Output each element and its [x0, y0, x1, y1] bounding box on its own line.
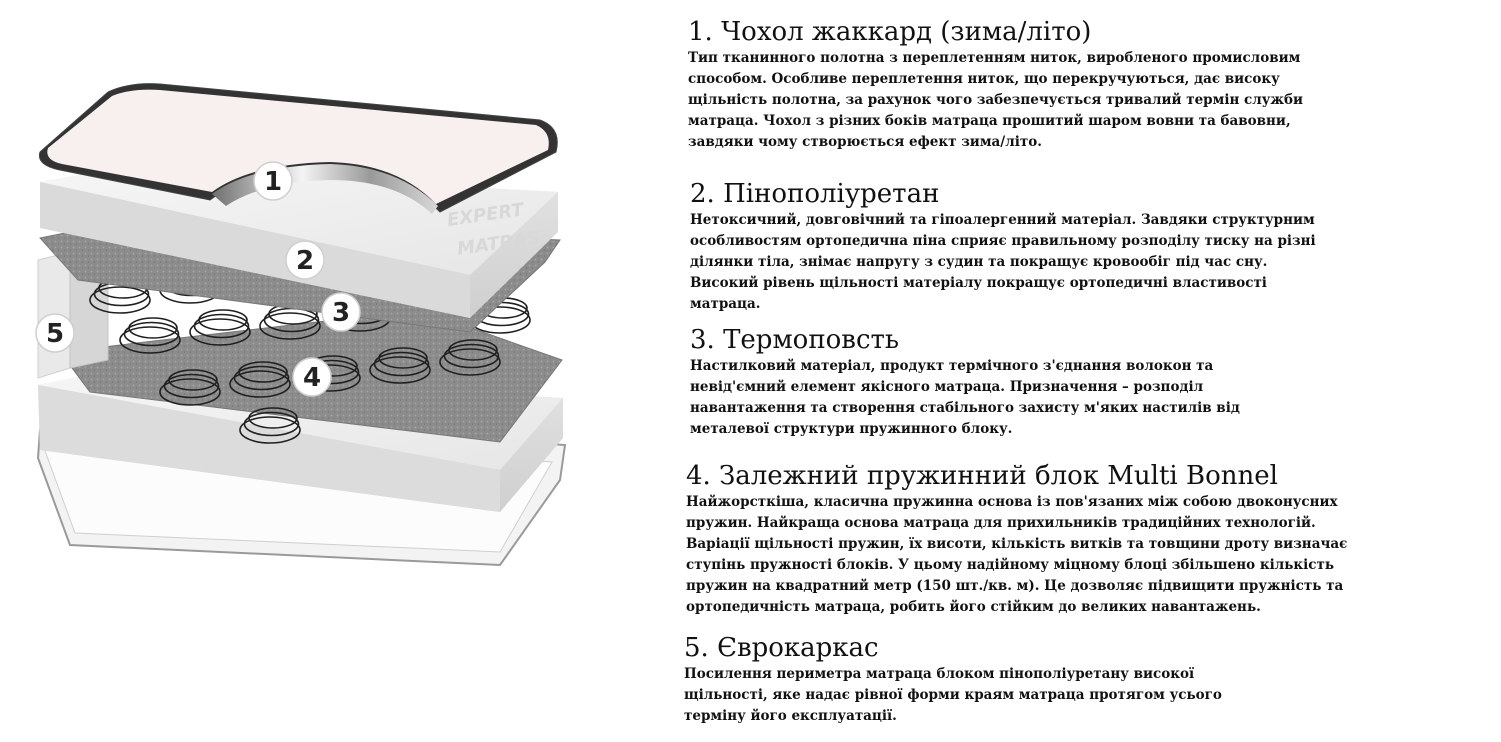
spring-coil	[373, 351, 430, 377]
section-line: пружин на квадратний метр (150 шт./кв. м…	[686, 578, 1344, 594]
badge-1-label: 1	[264, 167, 282, 197]
spring-coil	[369, 356, 431, 384]
spring-coil	[159, 378, 221, 406]
section-title: 1. Чохол жаккард (зима/літо)	[688, 17, 1092, 47]
section-line: Посилення периметра матраца блоком піноп…	[684, 666, 1195, 682]
spring-coil	[248, 407, 298, 429]
section-cover: 1. Чохол жаккард (зима/літо) Тип тканинн…	[688, 16, 1303, 153]
section-line: матраца.	[690, 296, 761, 312]
badge-2-label: 2	[296, 246, 314, 276]
badge-4-label: 4	[303, 363, 321, 393]
section-line: Найжорсткіша, класична пружинна основа і…	[686, 494, 1338, 510]
section-line: особливостям ортопедична піна сприяє пра…	[690, 233, 1316, 249]
diagram-badges: 1 2 3 4 5	[35, 161, 361, 397]
badge-3-label: 3	[332, 298, 350, 328]
spring-coil	[238, 361, 288, 383]
section-foam: 2. Пінополіуретан Нетоксичний, довговічн…	[690, 178, 1316, 315]
section-line: матраца. Чохол з різних боків матраца пр…	[688, 113, 1291, 129]
spring-coil	[378, 347, 428, 369]
spring-coil	[233, 365, 290, 391]
section-line: ступінь пружності блоків. У цьому надійн…	[686, 557, 1335, 573]
spring-coil	[229, 370, 291, 398]
section-line: Високий рівень щільності матеріалу покра…	[690, 275, 1267, 291]
badge-3: 3	[321, 292, 361, 332]
spring-coil	[123, 321, 180, 347]
section-line: Нетоксичний, довговічний та гіпоалергенн…	[690, 212, 1315, 228]
section-line: Варіації щільності пружин, їх висоти, кі…	[686, 536, 1348, 552]
section-line: навантаження та створення стабільного за…	[690, 400, 1240, 416]
section-title: 2. Пінополіуретан	[690, 179, 940, 209]
section-line: невід'ємний елемент якісного матраца. Пр…	[690, 379, 1204, 395]
badge-5-label: 5	[46, 319, 64, 349]
spring-coil	[119, 326, 181, 354]
section-line: завдяки чому створюється ефект зима/літо…	[688, 134, 1042, 150]
spring-coil	[439, 348, 501, 376]
badge-2: 2	[285, 240, 325, 280]
section-title: 4. Залежний пружинний блок Multi Bonnel	[686, 461, 1278, 491]
badge-4: 4	[292, 357, 332, 397]
spring-coil	[198, 309, 248, 331]
section-felt: 3. Термоповсть Настилковий матеріал, про…	[690, 324, 1240, 440]
spring-coil	[128, 317, 178, 339]
section-title: 5. Єврокаркас	[684, 633, 879, 663]
section-springs: 4. Залежний пружинний блок Multi Bonnel …	[686, 460, 1347, 618]
section-line: терміну його експлуатації.	[684, 708, 897, 724]
section-line: Настилковий матеріал, продукт термічного…	[690, 358, 1214, 374]
section-title: 3. Термоповсть	[690, 325, 900, 355]
section-line: Тип тканинного полотна з переплетенням н…	[688, 50, 1301, 66]
spring-coil	[259, 312, 321, 340]
spring-coil	[89, 286, 151, 314]
spring-coil	[448, 339, 498, 361]
top-cover-layer	[38, 83, 558, 214]
spring-coil	[193, 313, 250, 339]
spring-coil	[443, 343, 500, 369]
section-line: пружин. Найкраща основа матраца для прих…	[686, 515, 1316, 531]
badge-1: 1	[253, 161, 293, 201]
spring-coil	[243, 411, 300, 437]
section-line: металевої структури пружинного блоку.	[690, 421, 1013, 437]
section-line: щільності, яке надає рівної форми краям …	[684, 687, 1222, 703]
spring-coil	[239, 416, 301, 444]
section-line: способом. Особливе переплетення ниток, щ…	[688, 71, 1280, 87]
spring-coil	[168, 369, 218, 391]
badge-5: 5	[35, 313, 75, 353]
mattress-layers-diagram: EXPERT MATRAS 1 2 3 4 5	[35, 83, 567, 567]
section-eurocase: 5. Єврокаркас Посилення периметра матрац…	[684, 632, 1222, 727]
section-line: ділянки тіла, знімає напругу з судин та …	[690, 254, 1268, 270]
section-line: ортопедичність матраца, робить його стій…	[686, 599, 1261, 615]
spring-coil	[163, 373, 220, 399]
spring-coil	[189, 318, 251, 346]
section-line: щільність полотна, за рахунок чого забез…	[688, 92, 1304, 108]
